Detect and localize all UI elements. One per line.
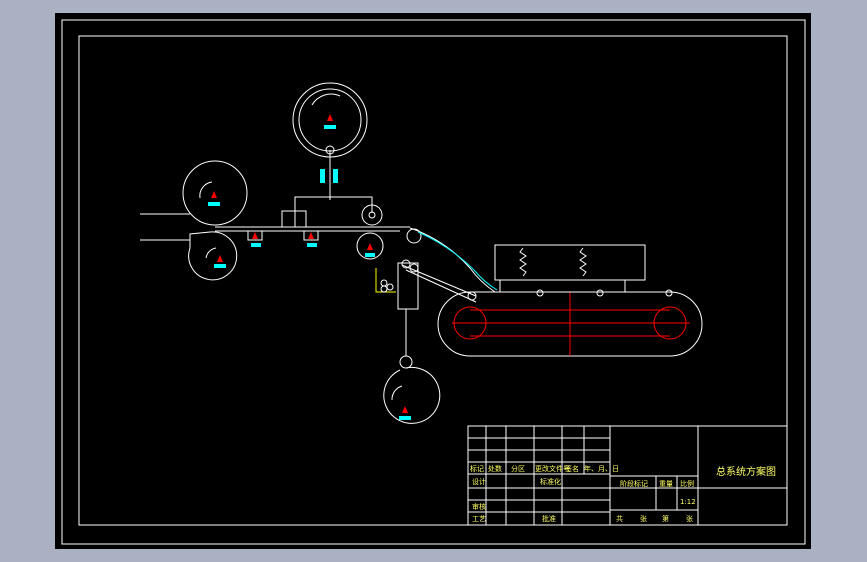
tb-zone: 分区 bbox=[511, 464, 525, 473]
tb-sheets-b: 张 bbox=[686, 514, 693, 523]
top-reel-arrow bbox=[311, 93, 341, 106]
left-upper-arrow bbox=[199, 181, 213, 199]
bottom-reel-head-icon bbox=[399, 406, 411, 420]
title-block bbox=[467, 425, 788, 526]
tb-mark: 标记 bbox=[470, 464, 484, 473]
conveyor-housing-base bbox=[499, 279, 626, 293]
top-reel-guide bbox=[325, 145, 335, 155]
conveyor-track bbox=[437, 291, 703, 357]
tb-date: 年、月、日 bbox=[584, 464, 619, 473]
left-lower-drum bbox=[188, 231, 238, 281]
tb-stage-mark: 阶段标记 bbox=[620, 479, 648, 488]
nozzle-1 bbox=[247, 231, 263, 241]
support-column bbox=[397, 262, 419, 310]
drawing-title: 总系统方案图 bbox=[716, 465, 776, 478]
top-reel-head-icon bbox=[324, 114, 336, 129]
nozzle-1-head-icon bbox=[251, 232, 261, 247]
spring-right bbox=[579, 247, 587, 277]
tb-process: 工艺 bbox=[472, 515, 486, 523]
tb-scale: 1:12 bbox=[680, 498, 696, 506]
tb-ratio: 比例 bbox=[680, 479, 694, 488]
top-cyan-block-left bbox=[320, 169, 325, 183]
title-block-text: 标记 处数 分区 更改文件号 签名 年、月、日 设计 标准化 审核 工艺 批准 … bbox=[470, 464, 776, 523]
nozzle-heads bbox=[208, 114, 411, 420]
tb-design: 设计 bbox=[472, 477, 486, 486]
left-lower-head-icon bbox=[214, 255, 226, 268]
incline-curve-b bbox=[417, 231, 498, 291]
left-lower-arrow bbox=[205, 247, 217, 259]
top-cyan-block-right bbox=[333, 169, 338, 183]
hatched-wall bbox=[375, 268, 396, 293]
small-ball-3 bbox=[380, 285, 388, 293]
incline-curve-a bbox=[409, 227, 496, 293]
conveyor-roller-1 bbox=[536, 289, 544, 297]
press-box bbox=[281, 210, 307, 228]
tb-approve: 批准 bbox=[542, 514, 556, 523]
bottom-reel-arrow bbox=[391, 385, 403, 401]
mechanism bbox=[140, 82, 703, 424]
link-arm-a bbox=[401, 264, 477, 297]
press-roller bbox=[361, 204, 383, 226]
conveyor-roller-3 bbox=[665, 289, 673, 297]
tb-standardize: 标准化 bbox=[540, 477, 561, 486]
spring-left bbox=[519, 247, 527, 277]
link-node-2 bbox=[409, 263, 419, 273]
conveyor-roller-2 bbox=[596, 289, 604, 297]
tb-signature: 签名 bbox=[565, 464, 579, 473]
title-block-frame bbox=[467, 425, 788, 526]
sheet-outer-border bbox=[61, 19, 806, 545]
link-arm-b bbox=[405, 269, 477, 303]
tb-sheets-a: 张 bbox=[640, 514, 647, 523]
drawing-sheet bbox=[55, 13, 811, 549]
nozzle-2-head-icon bbox=[307, 232, 317, 247]
middle-roller bbox=[356, 232, 384, 260]
nozzle-2 bbox=[303, 231, 319, 241]
tb-total: 共 bbox=[616, 514, 623, 523]
link-node-1 bbox=[401, 259, 411, 269]
tb-change-doc: 更改文件号 bbox=[535, 464, 570, 473]
left-upper-head-icon bbox=[208, 191, 220, 206]
tb-count: 处数 bbox=[488, 464, 502, 473]
middle-roller-head-icon bbox=[365, 243, 375, 257]
press-roller-hub bbox=[368, 211, 376, 219]
sheet-inner-border bbox=[78, 35, 788, 526]
tb-review: 审核 bbox=[472, 502, 486, 511]
bottom-reel bbox=[383, 366, 441, 424]
left-upper-drum bbox=[182, 160, 248, 226]
small-ball-2 bbox=[386, 283, 394, 291]
tb-weight: 重量 bbox=[659, 480, 673, 488]
tb-number: 第 bbox=[662, 514, 669, 523]
